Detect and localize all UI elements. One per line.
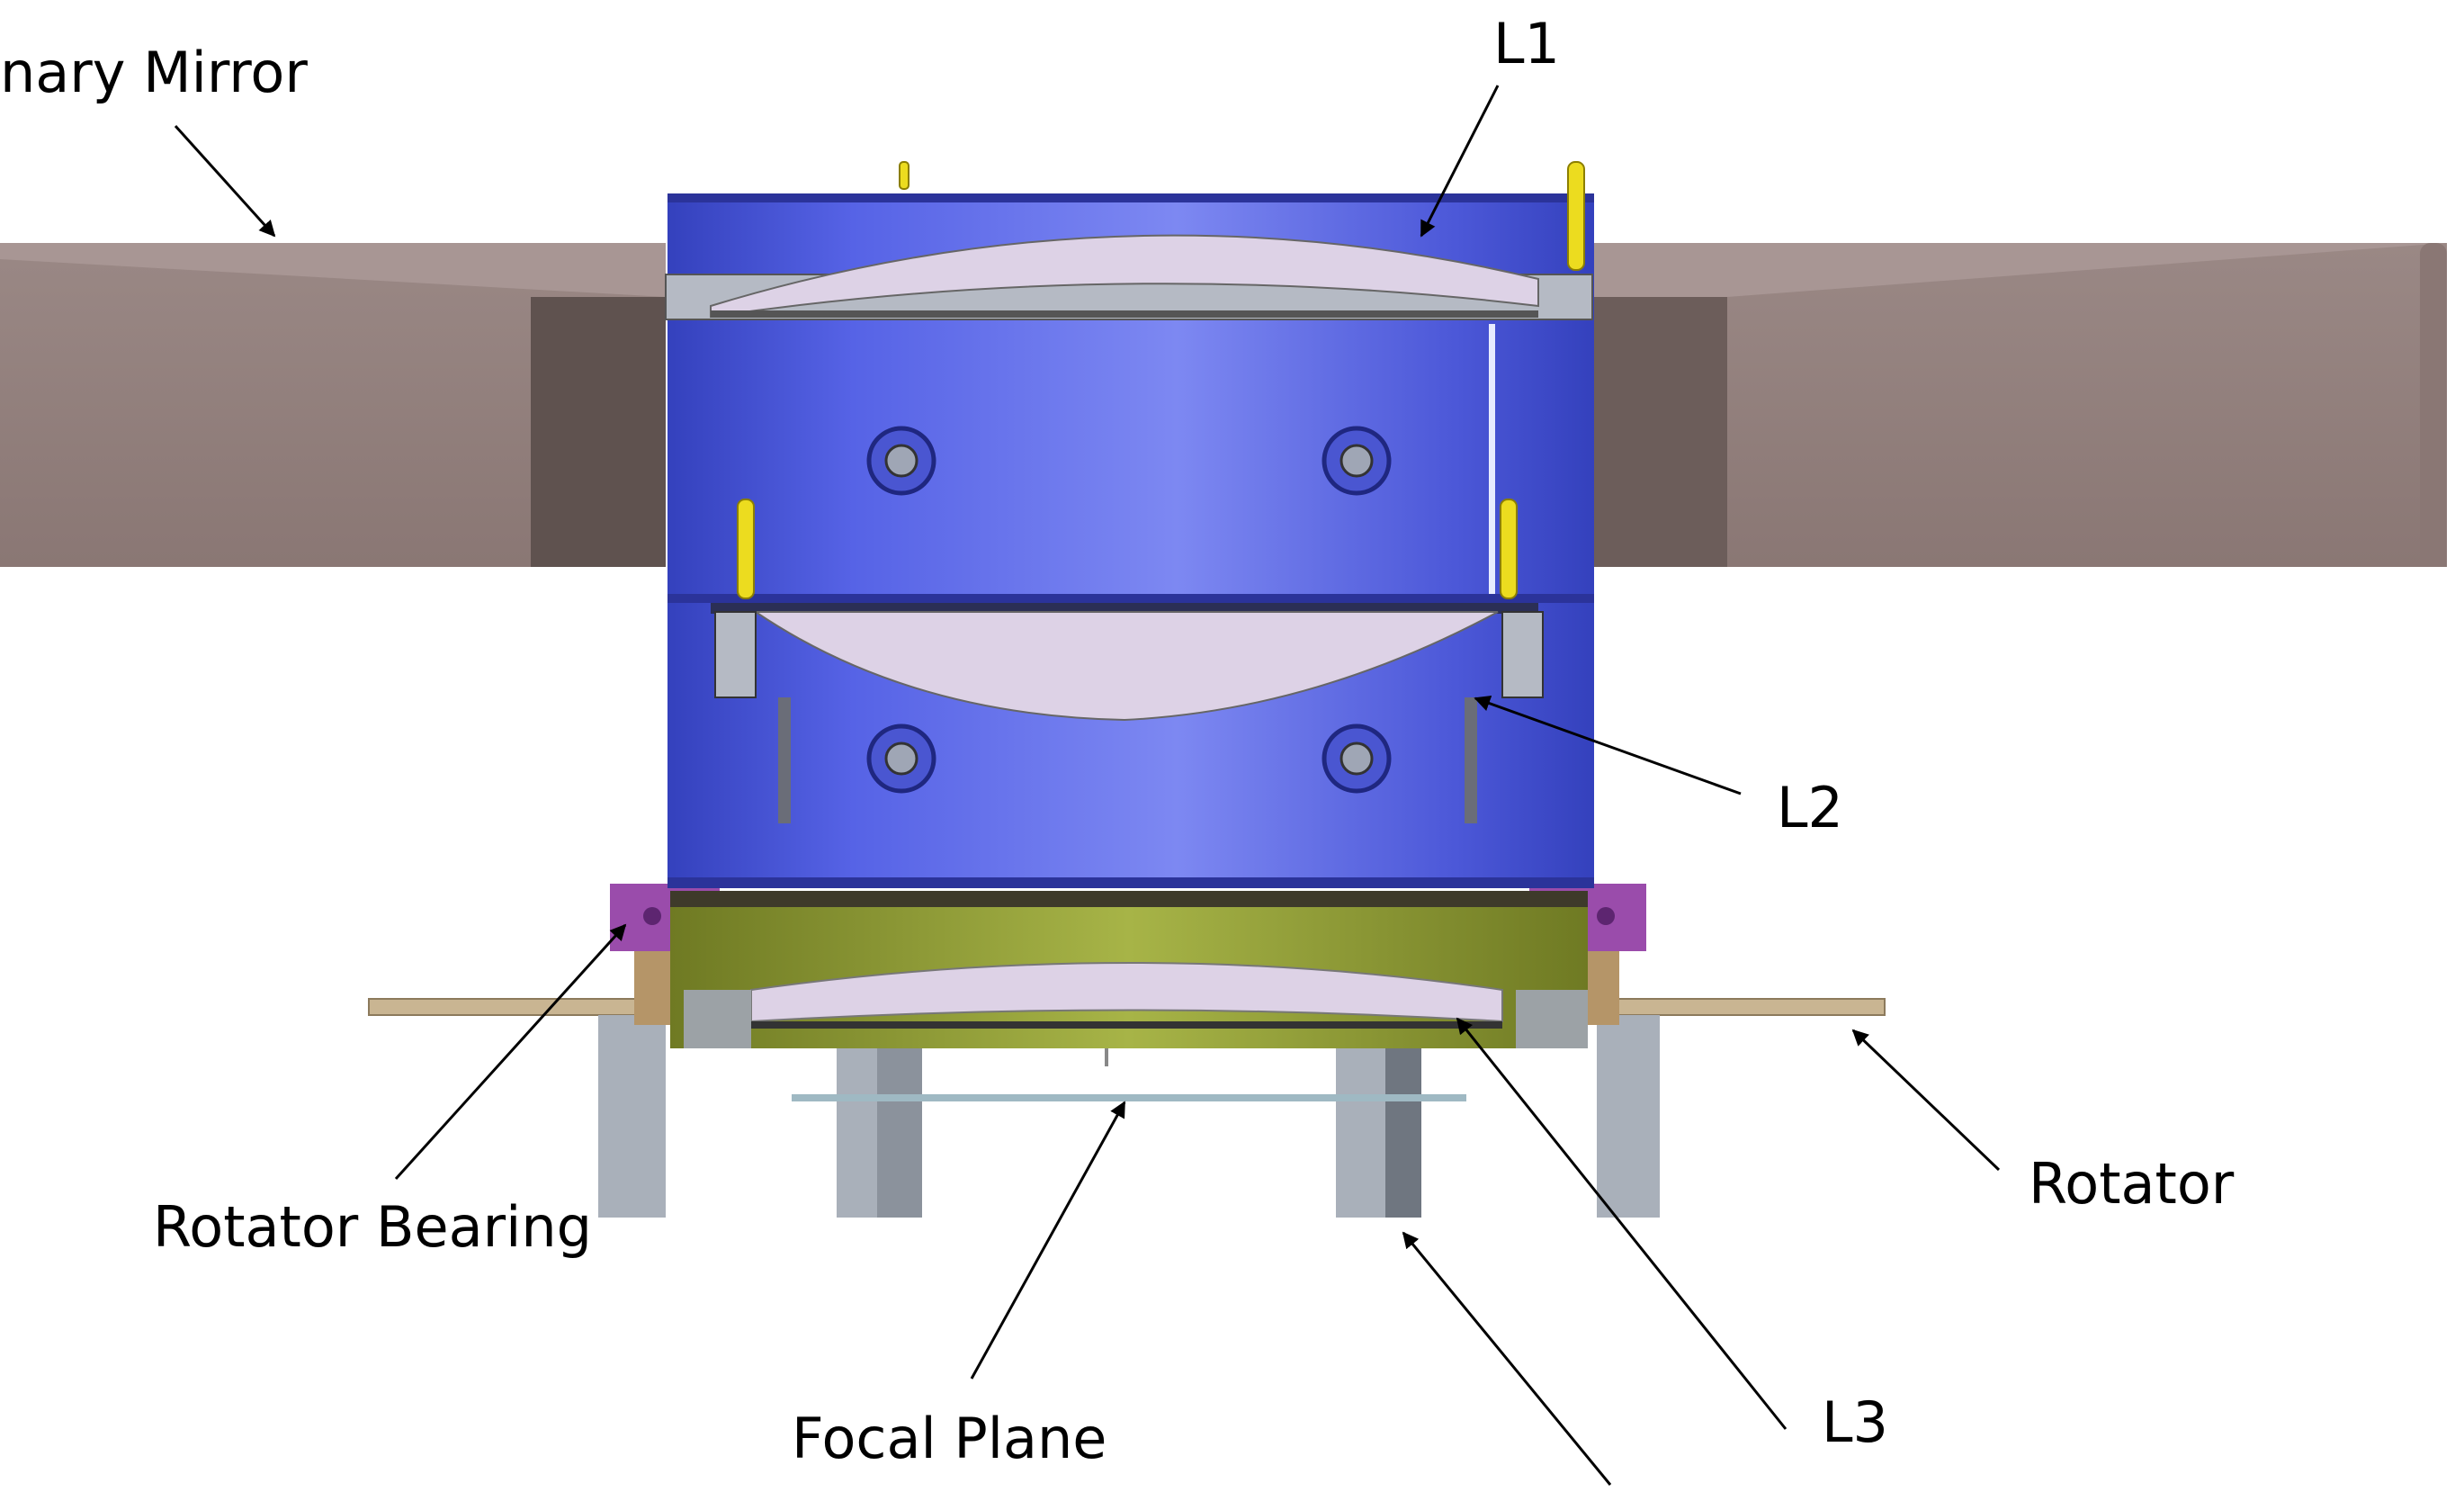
label-focal-plane: Focal Plane (792, 1406, 1107, 1471)
focal-plane (792, 1048, 1466, 1101)
label-l1: L1 (1493, 11, 1560, 76)
label-l2: L2 (1777, 775, 1843, 840)
support-legs (598, 1015, 1660, 1218)
label-primary-mirror: nary Mirror (0, 40, 308, 105)
primary-mirror (0, 243, 2447, 567)
annotation-arrows (174, 85, 2001, 1486)
l3-cell (670, 891, 1588, 1048)
support-rods (778, 697, 1477, 823)
label-rotator-bearing: Rotator Bearing (153, 1194, 593, 1260)
label-rotator: Rotator (2029, 1151, 2235, 1217)
l1-lens (665, 234, 1593, 320)
alignment-pins (737, 161, 1585, 599)
l2-lens (711, 603, 1544, 722)
label-l3: L3 (1822, 1389, 1888, 1455)
